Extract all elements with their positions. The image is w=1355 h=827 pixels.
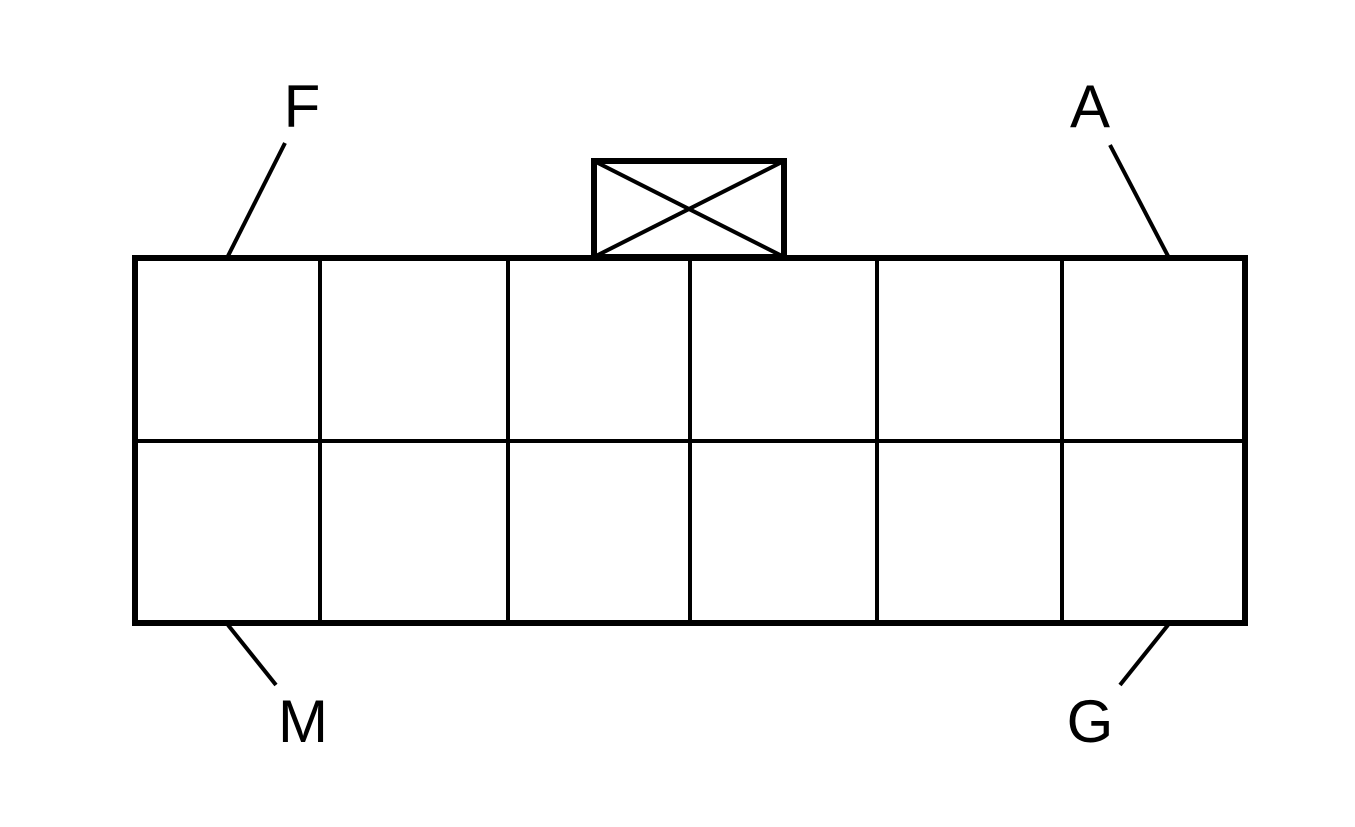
pin-label-m: M (278, 688, 328, 755)
leader-line-a (1108, 144, 1170, 257)
locking-tab-cross-line-2 (593, 159, 785, 259)
pin-label-g: G (1067, 688, 1114, 755)
leader-line-g (1118, 623, 1170, 687)
cavity-grid (135, 258, 1245, 623)
leader-line-m (226, 623, 278, 687)
locking-tab (591, 158, 787, 260)
leader-lines (226, 142, 1170, 687)
pin-label-a: A (1070, 73, 1110, 140)
pin-label-f: F (284, 73, 321, 140)
leader-line-f (226, 142, 287, 257)
